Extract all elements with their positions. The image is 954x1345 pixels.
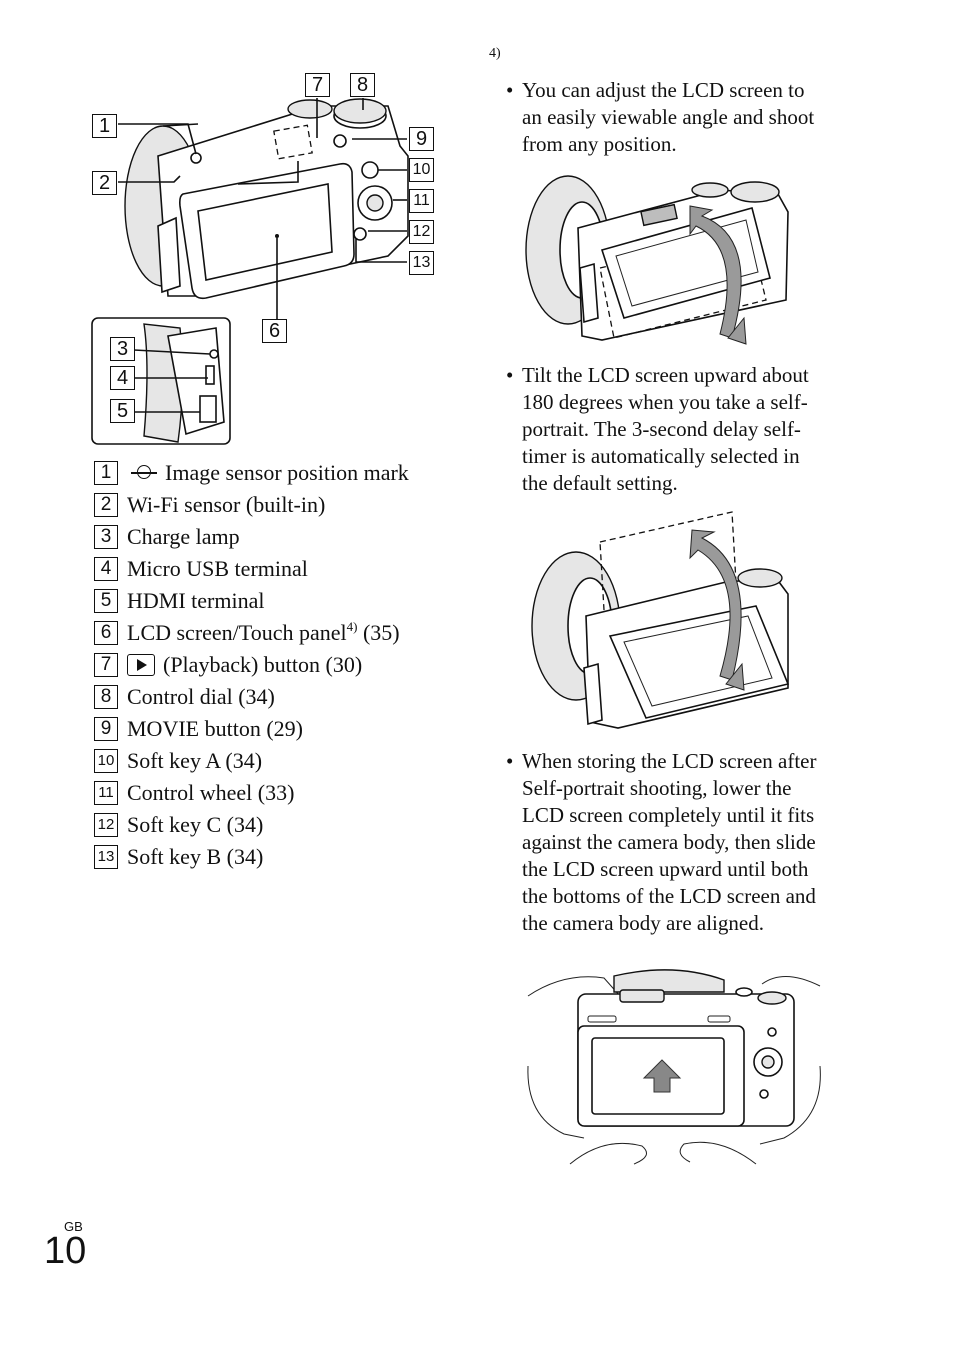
legend-label-suffix: (35) xyxy=(357,620,400,645)
legend-item-5: 5 HDMI terminal xyxy=(94,587,264,615)
bullet-line: Self-portrait shooting, lower the xyxy=(522,776,792,800)
legend-item-2: 2 Wi-Fi sensor (built-in) xyxy=(94,491,325,519)
page-number: 10 xyxy=(44,1230,87,1272)
bullet-line: the default setting. xyxy=(522,471,678,495)
bullet-symbol: • xyxy=(506,78,514,102)
legend-item-3: 3 Charge lamp xyxy=(94,523,240,551)
bullet-line: 180 degrees when you take a self- xyxy=(522,390,808,414)
callout-3: 3 xyxy=(110,337,135,361)
playback-icon xyxy=(127,654,155,676)
footnote-marker: 4) xyxy=(489,46,501,61)
legend-label: Image sensor position mark xyxy=(165,460,409,485)
legend-label: Wi-Fi sensor (built-in) xyxy=(127,492,326,517)
bullet-line: Tilt the LCD screen upward about xyxy=(522,363,809,387)
region-code: GB xyxy=(64,1219,83,1234)
legend-number: 9 xyxy=(94,717,118,741)
callout-6: 6 xyxy=(262,319,287,343)
legend-label: LCD screen/Touch panel4) (35) xyxy=(127,620,400,646)
bullet-self-portrait: • Tilt the LCD screen upward about 180 d… xyxy=(506,362,846,497)
legend-number: 8 xyxy=(94,685,118,709)
bullet-storing-screen: • When storing the LCD screen after Self… xyxy=(506,748,846,937)
bullet-line: timer is automatically selected in xyxy=(522,444,800,468)
legend-item-7: 7 (Playback) button (30) xyxy=(94,651,362,679)
self-portrait-illustration xyxy=(531,511,790,729)
legend-number: 10 xyxy=(94,749,118,773)
legend-item-10: 10 Soft key A (34) xyxy=(94,747,262,775)
camera-rear-diagram xyxy=(91,98,409,445)
legend-label: (Playback) button (30) xyxy=(163,652,363,677)
legend-label: MOVIE button (29) xyxy=(127,716,303,741)
legend-label: HDMI terminal xyxy=(127,588,265,613)
bullet-line: the camera body are aligned. xyxy=(522,911,764,935)
legend-number: 13 xyxy=(94,845,118,869)
legend-number: 1 xyxy=(94,461,118,485)
callout-5: 5 xyxy=(110,399,135,423)
callout-8: 8 xyxy=(350,73,375,97)
image-sensor-mark-icon xyxy=(131,464,157,482)
legend-item-11: 11 Control wheel (33) xyxy=(94,779,294,807)
legend-label: Control wheel (33) xyxy=(127,780,295,805)
callout-1: 1 xyxy=(92,114,117,138)
callout-11: 11 xyxy=(409,189,434,213)
bullet-line: from any position. xyxy=(522,132,677,156)
legend-number: 5 xyxy=(94,589,118,613)
legend-label-text: LCD screen/Touch panel xyxy=(127,620,347,645)
bullet-symbol: • xyxy=(506,749,514,773)
bullet-line: When storing the LCD screen after xyxy=(522,749,817,773)
legend-item-9: 9 MOVIE button (29) xyxy=(94,715,303,743)
legend-item-8: 8 Control dial (34) xyxy=(94,683,275,711)
legend-number: 11 xyxy=(94,781,118,805)
legend-number: 2 xyxy=(94,493,118,517)
legend-label: Soft key C (34) xyxy=(127,812,264,837)
bullet-line: portrait. The 3-second delay self- xyxy=(522,417,801,441)
legend-item-13: 13 Soft key B (34) xyxy=(94,843,263,871)
legend-item-6: 6 LCD screen/Touch panel4) (35) xyxy=(94,619,400,647)
legend-label: Soft key B (34) xyxy=(127,844,264,869)
legend-label: Micro USB terminal xyxy=(127,556,308,581)
legend-label: Soft key A (34) xyxy=(127,748,263,773)
legend-number: 7 xyxy=(94,653,118,677)
bullet-text: You can adjust the LCD screen to an easi… xyxy=(522,77,846,158)
callout-2: 2 xyxy=(92,171,117,195)
callout-9: 9 xyxy=(409,127,434,151)
bullet-text: Tilt the LCD screen upward about 180 deg… xyxy=(522,362,846,497)
legend-label: Charge lamp xyxy=(127,524,240,549)
callout-7: 7 xyxy=(305,73,330,97)
legend-number: 6 xyxy=(94,621,118,645)
bullet-adjust-angle: • You can adjust the LCD screen to an ea… xyxy=(506,77,846,158)
legend-item-1: 1 Image sensor position mark xyxy=(94,459,409,487)
legend-number: 12 xyxy=(94,813,118,837)
bullet-line: LCD screen completely until it fits xyxy=(522,803,815,827)
callout-13: 13 xyxy=(409,251,434,275)
callout-12: 12 xyxy=(409,220,434,244)
legend-number: 4 xyxy=(94,557,118,581)
callout-10: 10 xyxy=(409,158,434,182)
footnote-ref: 4) xyxy=(346,619,358,634)
bullet-line: the bottoms of the LCD screen and xyxy=(522,884,816,908)
bullet-line: You can adjust the LCD screen to xyxy=(522,78,805,102)
callout-4: 4 xyxy=(110,366,135,390)
legend-item-4: 4 Micro USB terminal xyxy=(94,555,308,583)
bullet-symbol: • xyxy=(506,363,514,387)
bullet-line: an easily viewable angle and shoot xyxy=(522,105,815,129)
bullet-line: against the camera body, then slide xyxy=(522,830,816,854)
legend-label: Control dial (34) xyxy=(127,684,275,709)
slide-screen-illustration xyxy=(527,969,821,1165)
legend-number: 3 xyxy=(94,525,118,549)
bullet-line: the LCD screen upward until both xyxy=(522,857,809,881)
legend-item-12: 12 Soft key C (34) xyxy=(94,811,263,839)
tilt-screen-illustration xyxy=(525,175,789,345)
bullet-text: When storing the LCD screen after Self-p… xyxy=(522,748,846,937)
